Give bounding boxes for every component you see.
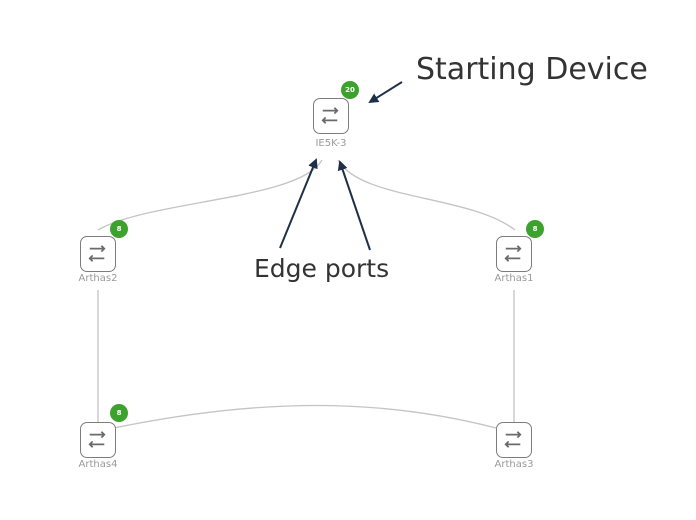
device-label-arthas4: Arthas4 <box>78 459 118 470</box>
arrow-edge-port-left <box>279 158 318 249</box>
switch-arrows-icon <box>504 431 522 448</box>
device-node-arthas1[interactable] <box>496 236 532 272</box>
annotation-edge-ports: Edge ports <box>254 254 390 283</box>
switch-arrows-icon <box>504 245 522 262</box>
device-badge-arthas1: 8 <box>526 220 544 238</box>
device-badge-ie5k3: 20 <box>341 81 359 99</box>
link-arthas4-arthas3 <box>113 404 497 429</box>
switch-arrows-icon <box>321 107 339 124</box>
device-label-arthas1: Arthas1 <box>494 273 534 284</box>
device-label-ie5k3: IE5K-3 <box>315 138 347 149</box>
device-node-ie5k3[interactable] <box>313 98 349 134</box>
device-badge-arthas4: 8 <box>110 404 128 422</box>
annotation-starting-device: Starting Device <box>416 52 648 87</box>
device-node-arthas3[interactable] <box>496 422 532 458</box>
link-ie5k3-arthas2 <box>97 159 323 231</box>
switch-arrows-icon <box>88 245 106 262</box>
arrow-edge-port-right <box>337 160 371 251</box>
device-label-arthas2: Arthas2 <box>78 273 118 284</box>
switch-arrows-icon <box>88 431 106 448</box>
device-node-arthas2[interactable] <box>80 236 116 272</box>
arrow-starting-device <box>368 81 403 104</box>
device-label-arthas3: Arthas3 <box>494 459 534 470</box>
link-ie5k3-arthas1 <box>337 159 516 231</box>
device-badge-arthas2: 8 <box>110 220 128 238</box>
device-node-arthas4[interactable] <box>80 422 116 458</box>
